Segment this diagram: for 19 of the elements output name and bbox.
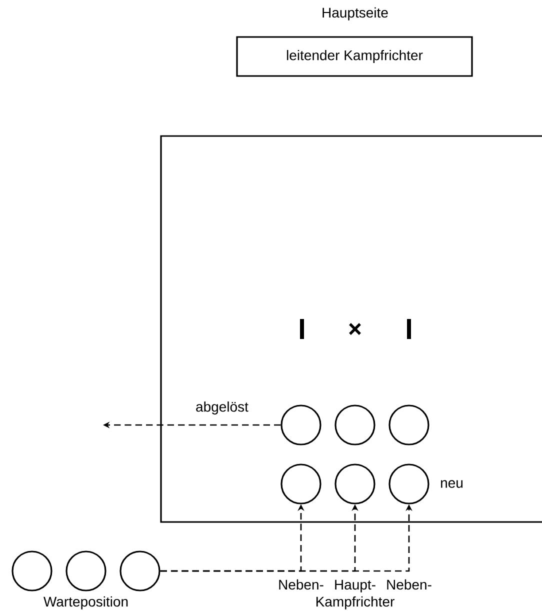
mat-area	[160, 135, 542, 523]
referee-circle	[12, 550, 52, 592]
edge-label: abgelöst	[194, 400, 250, 416]
caption-label: Neben-	[279, 579, 324, 590]
caption-label: Neben-	[387, 579, 432, 590]
caption-label: Hauptseite	[322, 7, 388, 20]
referee-circle	[280, 404, 322, 446]
caption-label: Haupt-	[335, 580, 376, 592]
referee-circle	[388, 404, 430, 446]
referee-circle	[120, 550, 160, 592]
referee-circle	[334, 404, 376, 446]
caption-label: Kampfrichter	[316, 596, 394, 610]
caption-label: Warteposition	[44, 596, 128, 610]
referee-box: leitender Kampfrichter	[236, 36, 473, 77]
referee-circle	[334, 464, 376, 504]
referee-circle	[66, 550, 106, 592]
referee-circle	[280, 464, 322, 504]
referee-circle	[388, 464, 430, 504]
side-label: neu	[441, 480, 462, 488]
